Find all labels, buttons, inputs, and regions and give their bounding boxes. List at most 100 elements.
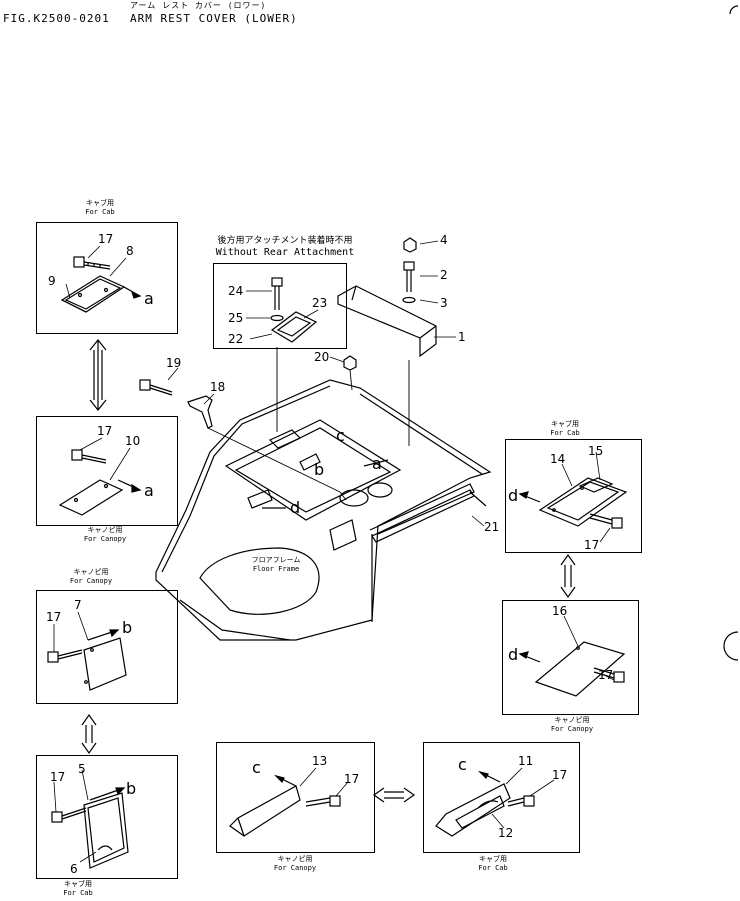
part-bolt-17b [71, 449, 107, 464]
label-8: 8 [126, 244, 134, 258]
box-rear-attachment [213, 263, 347, 349]
label-15: 15 [588, 444, 604, 458]
caption-jp: キャノピ用 [554, 716, 590, 724]
ref-letter-a: a [144, 481, 154, 500]
caption-en: For Cab [85, 208, 115, 216]
part-bolt-17a [73, 256, 111, 270]
caption-en: For Canopy [69, 577, 113, 585]
part-cover-11 [435, 770, 511, 837]
label-20: 20 [314, 350, 330, 364]
label-23: 23 [312, 296, 328, 310]
label-4: 4 [440, 233, 448, 247]
part-leaders [53, 240, 615, 863]
part-gasket-21 [371, 489, 487, 543]
caption-en: For Canopy [83, 535, 127, 543]
ref-letter-b: b [126, 779, 137, 798]
label-1: 1 [458, 330, 466, 344]
part-cover-5 [83, 787, 129, 869]
label-13: 13 [312, 754, 328, 768]
label-3: 3 [440, 296, 448, 310]
floor-arrows [262, 459, 389, 509]
label-9: 9 [48, 274, 56, 288]
rear-attachment-header: 後方用アタッチメント装着時不用 Without Rear Attachment [200, 235, 370, 259]
label-5: 5 [78, 762, 86, 776]
part-bolt-24 [271, 277, 283, 310]
figure-number: FIG.K2500-0201 [3, 12, 110, 25]
part-bolt-17f [593, 667, 625, 683]
ref-letter-b: b [314, 460, 325, 479]
label-6: 6 [70, 862, 78, 876]
floor-frame [155, 379, 492, 641]
box-canopy-13 [216, 742, 375, 853]
label-17: 17 [598, 668, 614, 682]
caption-en: For Canopy [550, 725, 594, 733]
ref-letter-c: c [252, 758, 261, 777]
caption-en: For Cab [478, 864, 508, 872]
caption-jp: キャブ用 [551, 420, 579, 428]
part-bolt-17h [507, 795, 535, 807]
label-14: 14 [550, 452, 566, 466]
box-cab-14 [505, 439, 642, 553]
part-cover-7 [83, 629, 127, 691]
caption-jp: キャノピ用 [277, 855, 313, 863]
double-arrow-bottom [372, 787, 416, 803]
ref-letter-c: c [336, 426, 345, 445]
box-cab-11 [423, 742, 580, 853]
double-arrow-right [560, 553, 576, 599]
caption-en: For Canopy [273, 864, 317, 872]
part-nut-4 [403, 237, 417, 253]
ref-letter-d: d [508, 645, 519, 664]
binding-holes [723, 5, 739, 661]
label-21: 21 [484, 520, 500, 534]
label-12: 12 [498, 826, 514, 840]
floor-frame-label: フロアフレーム Floor Frame [246, 556, 306, 574]
label-2: 2 [440, 268, 448, 282]
caption-en: For Cab [63, 889, 93, 897]
label-19: 19 [166, 356, 182, 370]
label-7: 7 [74, 598, 82, 612]
caption-jp: キャブ用 [479, 855, 507, 863]
part-washer-25 [270, 314, 284, 322]
rear-attachment-en: Without Rear Attachment [215, 247, 355, 258]
figure-title: ARM REST COVER (LOWER) [130, 12, 298, 25]
caption-jp: キャノピ用 [87, 526, 123, 534]
part-nut-20 [343, 355, 357, 371]
ref-letter-a: a [372, 454, 382, 473]
label-17: 17 [97, 424, 113, 438]
double-arrow-left-top [89, 339, 107, 411]
ref-letter-c: c [458, 755, 467, 774]
label-17: 17 [46, 610, 62, 624]
part-plate-23 [270, 311, 318, 343]
label-11: 11 [518, 754, 534, 768]
label-22: 22 [228, 332, 244, 346]
ref-letter-d: d [290, 498, 301, 517]
title-japanese: アーム レスト カバー (ロワー) [130, 1, 267, 10]
part-clip-18 [187, 395, 213, 429]
ref-letter-b: b [122, 618, 133, 637]
part-bolt-2 [403, 261, 415, 292]
label-17: 17 [552, 768, 568, 782]
part-cover-14 [518, 477, 628, 527]
part-bolt-17c [47, 649, 83, 663]
label-17: 17 [98, 232, 114, 246]
box-canopy-16 [502, 600, 639, 715]
part-cover-16 [518, 641, 626, 697]
caption-en: For Cab [550, 429, 580, 437]
box-canopy-7 [36, 590, 178, 704]
part-cover-1 [337, 285, 437, 358]
floor-frame-en: Floor Frame [252, 565, 300, 573]
part-washer-3 [402, 296, 416, 304]
label-18: 18 [210, 380, 226, 394]
box-canopy-10 [36, 416, 178, 526]
floor-frame-jp: フロアフレーム [251, 556, 301, 564]
ref-letter-d: d [508, 486, 519, 505]
part-bolt-17e [589, 513, 623, 529]
label-24: 24 [228, 284, 244, 298]
